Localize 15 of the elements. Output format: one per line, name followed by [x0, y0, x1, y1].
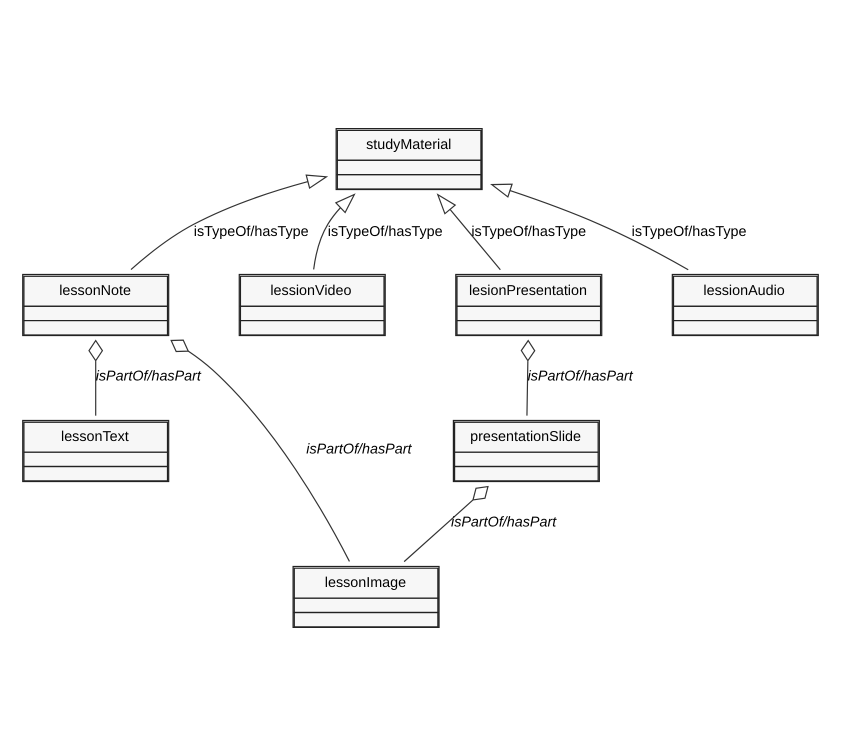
edge-label: isTypeOf/hasType	[194, 224, 309, 240]
connector	[404, 486, 489, 562]
arrow	[436, 193, 501, 270]
connector	[520, 340, 536, 416]
arrow	[490, 184, 689, 270]
edge-label: isPartOf/hasPart	[306, 441, 412, 458]
edge-label: isPartOf/hasPart	[96, 368, 201, 385]
connector	[88, 340, 104, 416]
connector	[170, 340, 350, 562]
edge-label: isTypeOf/hasType	[471, 224, 586, 240]
arrow	[313, 193, 356, 270]
arrow	[130, 174, 328, 270]
edge-label: isPartOf/hasPart	[451, 514, 556, 530]
edge-label: isTypeOf/hasType	[328, 224, 443, 240]
edge-label: isTypeOf/hasType	[632, 224, 746, 240]
